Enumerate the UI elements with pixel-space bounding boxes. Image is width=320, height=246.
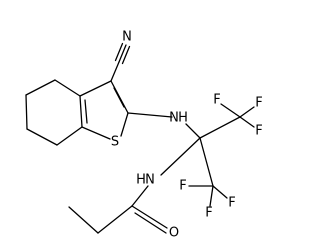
- bond-c7a-s: [81, 126, 111, 140]
- bond-cq-nh-amide: [160, 137, 201, 176]
- bond-cf3b-f5: [212, 185, 228, 199]
- bond-c3-c3a: [79, 80, 112, 97]
- bond-cf3a-f2: [239, 106, 255, 118]
- atom-f6: F: [205, 206, 212, 221]
- bond-n-carbonyl: [131, 185, 149, 207]
- bond-cf3a-f1: [220, 103, 241, 118]
- atom-n-nitrile: N: [122, 30, 132, 45]
- bond-c3a-c4: [54, 79, 81, 97]
- atom-n-amide: N: [145, 173, 155, 188]
- atom-o: O: [169, 226, 179, 241]
- atom-h-amine: H: [178, 111, 188, 126]
- bond-c-o-a: [131, 205, 168, 229]
- atom-n-amine: N: [169, 111, 179, 126]
- bond-triple-c: [121, 45, 131, 65]
- bond-c-ch2: [97, 205, 133, 234]
- bond-cf3b-f6: [209, 185, 214, 207]
- structure-svg: N S N H F F F F F F N H O: [25, 30, 263, 241]
- bond-c3-c2-double: [113, 87, 125, 108]
- atom-f5: F: [228, 196, 235, 211]
- bond-c3-c2: [110, 80, 129, 114]
- bond-ch2-ch3: [68, 206, 99, 234]
- bond-c3a-c7a: [79, 95, 83, 128]
- atom-f4: F: [179, 179, 186, 194]
- bond-cq-cf3a: [199, 116, 241, 139]
- bond-c7-c7a: [56, 126, 83, 146]
- bond-c3-cnitrile: [110, 61, 120, 82]
- atom-f2: F: [255, 96, 262, 111]
- atom-h-amide: H: [136, 173, 146, 188]
- atom-f3: F: [255, 124, 262, 139]
- nitrile-group: [110, 42, 131, 82]
- bond-c3a-c7a-double: [84, 99, 88, 124]
- thiophene-ring: [79, 80, 129, 140]
- bond-c-o-b: [134, 212, 167, 234]
- bond-c6-c7: [26, 128, 58, 146]
- bond-cf3a-f3: [239, 116, 255, 128]
- atom-s: S: [111, 135, 119, 150]
- molecule-diagram: N S N H F F F F F F N H O: [25, 30, 263, 241]
- bond-s-c2: [120, 112, 129, 137]
- bond-c4-c5: [25, 79, 56, 96]
- atom-f1: F: [213, 93, 220, 108]
- bond-c2-nh: [127, 112, 173, 118]
- cyclohexane-ring: [25, 79, 83, 146]
- bond-nh-cq: [185, 123, 201, 139]
- bond-triple-b: [114, 42, 124, 62]
- bond-triple-a: [118, 44, 127, 63]
- bond-c5-c6: [25, 94, 28, 130]
- bond-cq-cf3b: [199, 137, 214, 187]
